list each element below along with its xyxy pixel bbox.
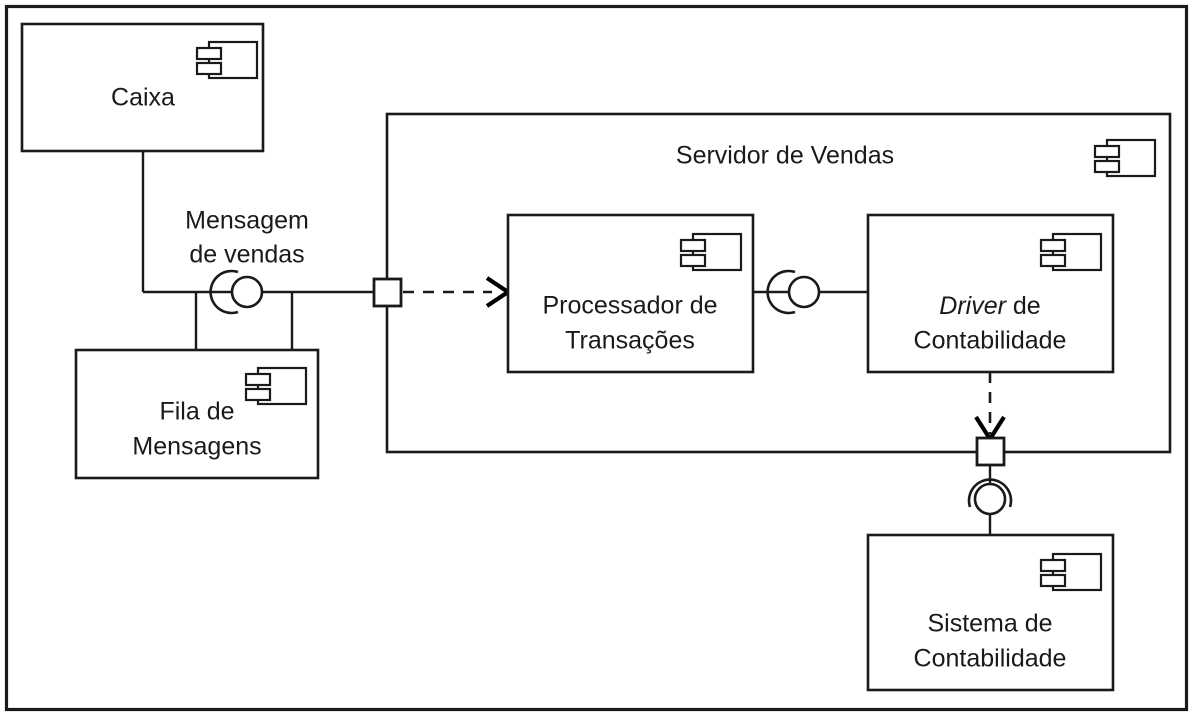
component-icon xyxy=(1039,232,1103,272)
interface-label-mensagem-line2: de vendas xyxy=(189,241,304,269)
component-icon xyxy=(244,366,308,406)
interface-mensagem-de-vendas[interactable] xyxy=(209,269,264,315)
interface-contabilidade[interactable] xyxy=(967,478,1013,516)
ball-icon xyxy=(973,482,1007,516)
component-label-processador-line1: Processador de xyxy=(542,292,717,320)
socket-icon xyxy=(766,269,796,315)
component-icon xyxy=(195,40,259,80)
socket-icon xyxy=(967,478,1013,508)
ball-icon xyxy=(230,275,264,309)
component-label-fila-de-mensagens-line2: Mensagens xyxy=(132,433,261,461)
interface-label-mensagem-line1: Mensagem xyxy=(185,207,309,235)
component-label-driver-line1: Driver de xyxy=(939,292,1040,320)
component-label-driver-rest: de xyxy=(1006,292,1041,320)
port-entrada-vendas[interactable] xyxy=(372,277,403,308)
component-label-caixa: Caixa xyxy=(111,84,175,112)
component-icon xyxy=(1093,138,1157,178)
container-label-servidor-de-vendas: Servidor de Vendas xyxy=(676,142,894,170)
component-icon xyxy=(679,232,743,272)
component-label-processador-line2: Transações xyxy=(565,327,695,355)
ball-icon xyxy=(787,275,821,309)
socket-icon xyxy=(209,269,239,315)
interface-processador-driver[interactable] xyxy=(766,269,821,315)
component-label-driver-line2: Contabilidade xyxy=(914,327,1067,355)
component-icon xyxy=(1039,552,1103,592)
component-label-sistema-line2: Contabilidade xyxy=(914,645,1067,673)
component-label-driver-italic: Driver xyxy=(939,292,1007,320)
diagram-frame xyxy=(4,4,1189,712)
component-label-fila-de-mensagens-line1: Fila de xyxy=(159,398,234,426)
component-label-sistema-line1: Sistema de xyxy=(927,610,1052,638)
port-saida-contabilidade[interactable] xyxy=(975,436,1006,467)
